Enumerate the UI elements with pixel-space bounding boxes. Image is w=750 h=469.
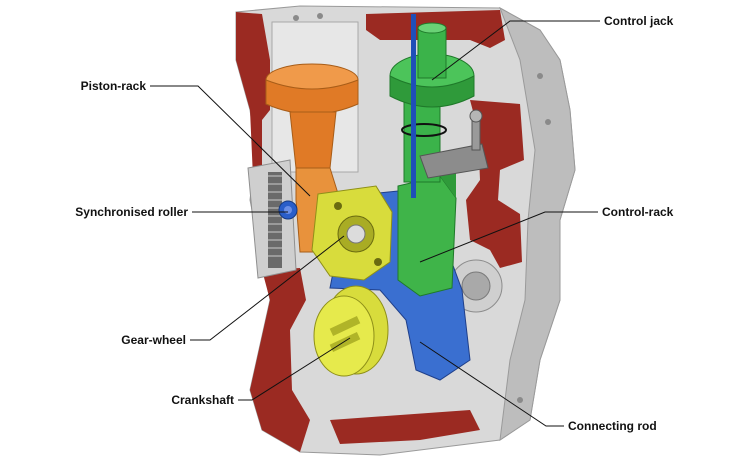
label-gear-wheel: Gear-wheel <box>121 333 186 347</box>
bearing-housing-inner <box>461 271 491 301</box>
label-synchronised-roller: Synchronised roller <box>75 205 188 219</box>
cutaway-face-bottom <box>330 410 480 444</box>
label-piston-rack: Piston-rack <box>81 79 147 93</box>
label-control-rack: Control-rack <box>602 205 674 219</box>
bolt-hole <box>317 13 323 19</box>
synchronised-roller-part <box>278 200 298 220</box>
gear-wheel-part <box>311 185 393 281</box>
callout-labels: Control jack Piston-rack Synchronised ro… <box>75 14 673 433</box>
leader-line-piston-rack <box>150 85 311 197</box>
crankshaft-part <box>313 285 389 377</box>
leader-line-crankshaft <box>238 337 351 401</box>
leader-line-connecting-rod <box>419 341 564 427</box>
engine-block-right-side <box>499 6 576 442</box>
push-rod <box>411 14 416 198</box>
leader-line-control-rack <box>419 211 598 263</box>
linkage-arm <box>419 109 489 179</box>
bolt-hole <box>293 15 299 21</box>
bolt-hole <box>545 119 551 125</box>
bolt-hole <box>537 73 543 79</box>
cutaway-face-left-lower <box>250 268 310 452</box>
label-crankshaft: Crankshaft <box>171 393 234 407</box>
bolt-hole <box>517 397 523 403</box>
label-control-jack: Control jack <box>604 14 674 28</box>
label-connecting-rod: Connecting rod <box>568 419 657 433</box>
control-jack-part <box>389 22 475 183</box>
leader-lines <box>150 20 600 427</box>
side-rack-plate <box>247 159 297 279</box>
cutaway-face-left-upper <box>236 12 270 200</box>
leader-line-gear-wheel <box>190 235 345 341</box>
leader-line-control-jack <box>431 20 600 81</box>
